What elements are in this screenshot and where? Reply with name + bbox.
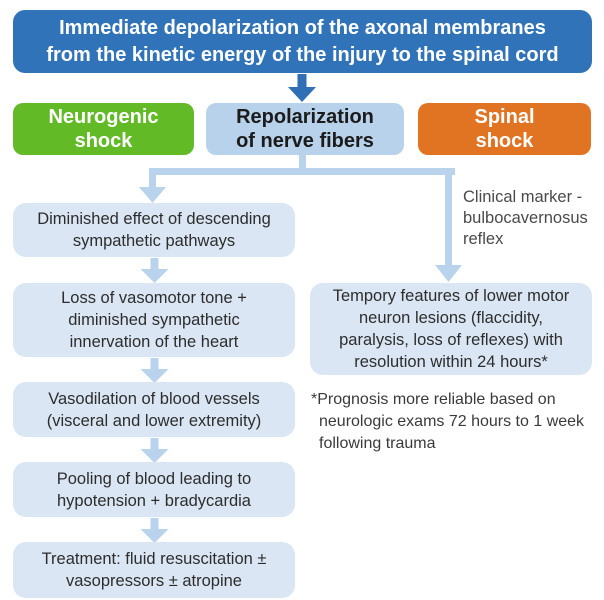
neurogenic-shock-box: Neurogenic shock [13, 103, 194, 155]
down-arrow-icon [288, 74, 316, 102]
connector-center-stem [299, 155, 306, 172]
root-cause-box: Immediate depolarization of the axonal m… [13, 10, 592, 73]
clinical-marker-label: Clinical marker - bulbocavernosus reflex [463, 188, 588, 248]
repolarization-box: Repolarization of nerve fibers [206, 103, 404, 155]
flow-arrow-icon [140, 258, 169, 283]
flow-step-loss-vasomotor-tone: Loss of vasomotor tone + diminished symp… [13, 283, 295, 357]
connector-left-drop [149, 168, 156, 188]
connector-right-drop [445, 168, 452, 266]
spinal-shock-box: Spinal shock [418, 103, 591, 155]
flow-arrow-icon [140, 438, 169, 463]
prognosis-footnote: *Prognosis more reliable based on neurol… [311, 391, 585, 452]
flow-step-treatment: Treatment: fluid resuscitation ± vasopre… [13, 542, 295, 598]
flow-step-pooling-of-blood: Pooling of blood leading to hypotension … [13, 462, 295, 517]
connector-horizontal-line [149, 168, 455, 175]
flow-step-vasodilation: Vasodilation of blood vessels (visceral … [13, 382, 295, 437]
left-branch-arrowhead-icon [139, 187, 166, 203]
flow-arrow-icon [140, 518, 169, 543]
flow-step-diminished-pathways: Diminished effect of descending sympathe… [13, 203, 295, 257]
lmn-features-box: Tempory features of lower motor neuron l… [310, 283, 592, 375]
right-branch-arrowhead-icon [435, 265, 462, 282]
flow-arrow-icon [140, 358, 169, 383]
